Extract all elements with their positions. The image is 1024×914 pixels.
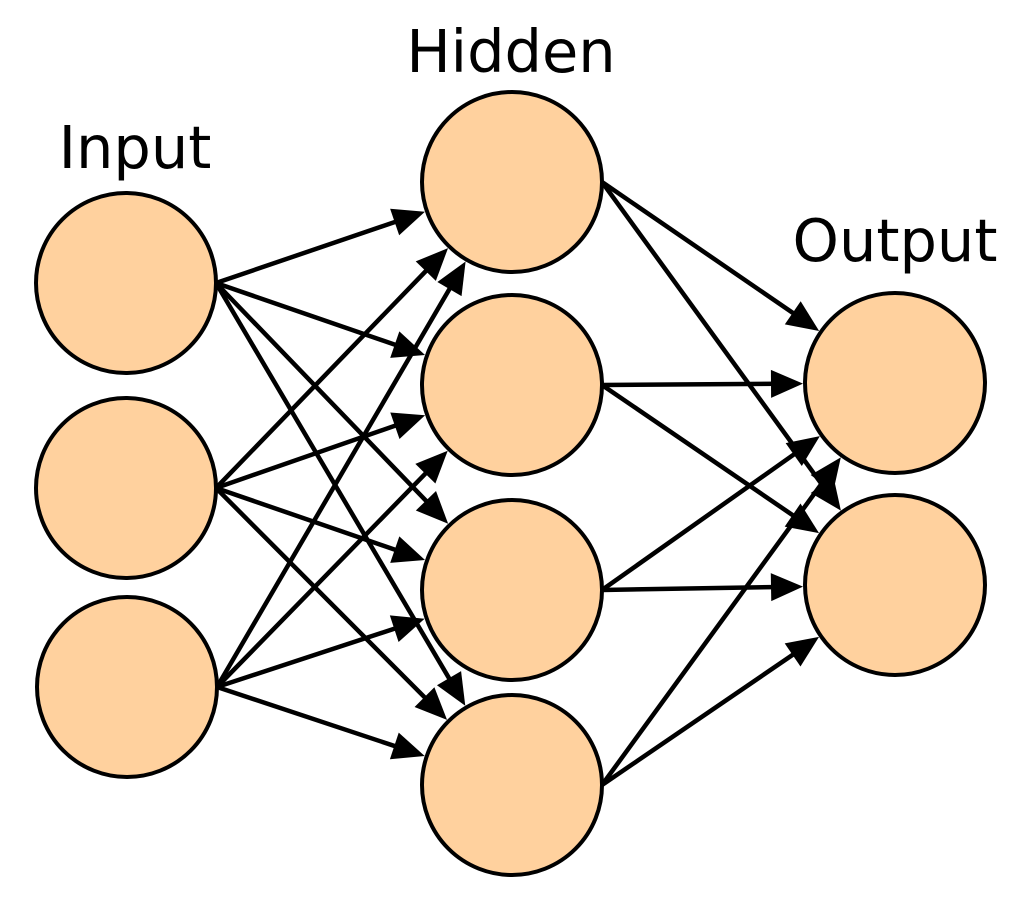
arrowhead-hidden0-output0: [784, 301, 820, 331]
hidden-layer-label: Hidden: [406, 17, 615, 86]
arrowhead-input1-hidden1: [390, 412, 426, 439]
nodes-layer: [34, 90, 987, 877]
arrowhead-hidden2-output1: [770, 573, 804, 602]
edge-hidden3-output1: [600, 648, 801, 787]
arrowhead-input0-hidden1: [390, 331, 426, 358]
edge-input1-hidden1: [215, 420, 404, 491]
input-layer-label: Input: [59, 113, 212, 182]
hidden-node-4: [420, 693, 604, 877]
hidden-node-1: [420, 90, 604, 274]
edges-layer: [214, 180, 841, 787]
arrowhead-input2-hidden0: [437, 261, 466, 297]
edge-input2-hidden2: [216, 624, 403, 690]
input-node-3: [35, 595, 219, 779]
arrowhead-input1-hidden2: [390, 536, 426, 563]
edge-hidden1-output0: [601, 381, 780, 388]
arrowhead-input2-hidden1: [415, 450, 448, 484]
arrowhead-input1-hidden0: [415, 248, 449, 281]
arrowhead-hidden2-output0: [785, 436, 820, 466]
arrowhead-input2-hidden3: [389, 732, 425, 760]
arrowhead-input2-hidden2: [389, 615, 425, 643]
edge-input2-hidden1: [215, 466, 433, 689]
edge-hidden0-output1: [600, 180, 829, 493]
edge-hidden2-output1: [601, 584, 780, 593]
edge-input1-hidden0: [214, 263, 433, 490]
output-node-1: [803, 291, 987, 475]
edge-input2-hidden3: [216, 684, 403, 751]
arrowhead-input0-hidden2: [415, 491, 449, 524]
edge-input1-hidden3: [214, 486, 432, 705]
arrowhead-hidden1-output0: [770, 369, 804, 398]
hidden-node-3: [420, 498, 604, 682]
arrowhead-hidden3-output0: [810, 457, 841, 492]
input-node-1: [34, 191, 218, 375]
edge-input0-hidden0: [215, 217, 403, 286]
edge-input1-hidden2: [215, 485, 404, 555]
edge-hidden0-output0: [600, 180, 801, 320]
arrowhead-input0-hidden0: [390, 208, 425, 236]
arrowhead-input0-hidden3: [436, 671, 466, 706]
edge-hidden1-output1: [600, 383, 801, 522]
edge-input2-hidden0: [215, 281, 456, 689]
edge-hidden2-output0: [600, 448, 802, 592]
edge-input0-hidden2: [214, 281, 434, 509]
output-layer-label: Output: [793, 206, 998, 275]
hidden-node-2: [420, 293, 604, 477]
arrowhead-input1-hidden3: [414, 687, 448, 720]
arrowhead-hidden3-output1: [784, 636, 820, 667]
edge-hidden3-output0: [600, 475, 829, 787]
input-node-2: [34, 396, 218, 580]
edge-input0-hidden1: [215, 280, 404, 350]
output-node-2: [803, 493, 987, 677]
